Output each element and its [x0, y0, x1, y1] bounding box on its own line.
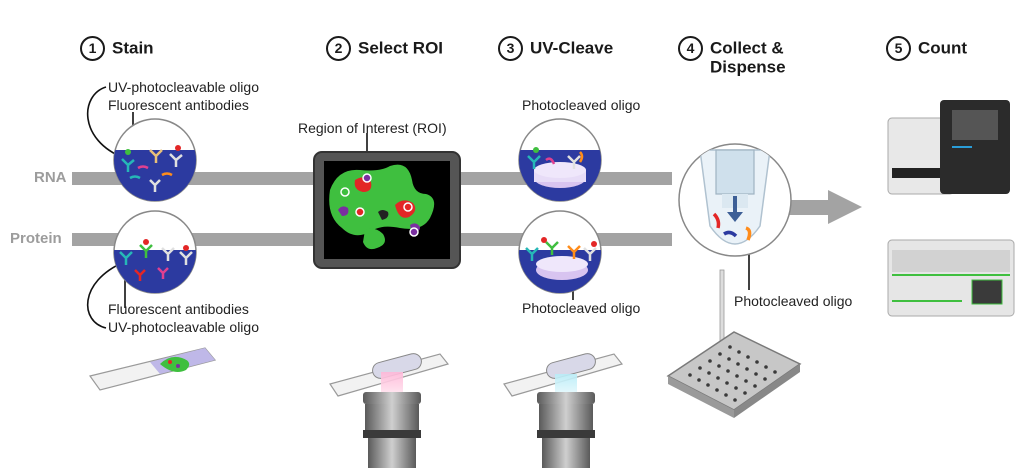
rna-lane-label: RNA — [34, 169, 67, 186]
ncounter-instrument — [887, 239, 1015, 317]
flow-arrow — [780, 190, 862, 224]
uv-cleave-protein-well — [518, 210, 602, 294]
step-stain-header: 1 Stain — [80, 36, 154, 61]
photocleaved-oligo-label-collect: Photocleaved oligo — [734, 293, 853, 309]
step-number: 2 — [326, 36, 351, 61]
fluorescent-antibodies-label-bottom: Fluorescent antibodies — [108, 301, 249, 317]
96-well-plate — [666, 331, 802, 418]
step-number: 1 — [80, 36, 105, 61]
step-label-line2: Dispense — [710, 57, 786, 77]
uv-oligo-label-top: UV-photocleavable oligo — [108, 79, 259, 95]
photocleaved-oligo-label-bottom: Photocleaved oligo — [522, 300, 641, 316]
uv-microscope — [503, 353, 624, 468]
step-uv-cleave-header: 3 UV-Cleave — [498, 36, 613, 61]
stained-slide — [88, 347, 217, 391]
stain-rna-well — [113, 118, 197, 202]
sequencer-instrument — [887, 100, 1010, 195]
step-collect-dispense-header-line2: Dispense — [710, 57, 786, 77]
uv-cleave-rna-well — [518, 118, 602, 202]
collect-tube-circle — [678, 143, 792, 257]
step-select-roi-header: 2 Select ROI — [326, 36, 443, 61]
step-number: 4 — [678, 36, 703, 61]
roi-label: Region of Interest (ROI) — [298, 120, 447, 136]
step-number: 5 — [886, 36, 911, 61]
step-label: Collect & — [710, 38, 784, 58]
step-number: 3 — [498, 36, 523, 61]
step-label: UV-Cleave — [530, 38, 614, 58]
photocleaved-oligo-label-top: Photocleaved oligo — [522, 97, 641, 113]
protein-lane-label: Protein — [10, 230, 62, 247]
uv-oligo-label-bottom: UV-photocleavable oligo — [108, 319, 259, 335]
stain-protein-well — [113, 210, 197, 294]
fluorescent-antibodies-label-top: Fluorescent antibodies — [108, 97, 249, 113]
step-collect-dispense-header: 4 Collect & — [678, 36, 784, 61]
step-label: Stain — [112, 38, 154, 58]
roi-microscope — [329, 353, 450, 468]
step-count-header: 5 Count — [886, 36, 967, 61]
roi-monitor — [313, 151, 461, 269]
step-label: Count — [918, 38, 968, 58]
step-label: Select ROI — [358, 38, 444, 58]
